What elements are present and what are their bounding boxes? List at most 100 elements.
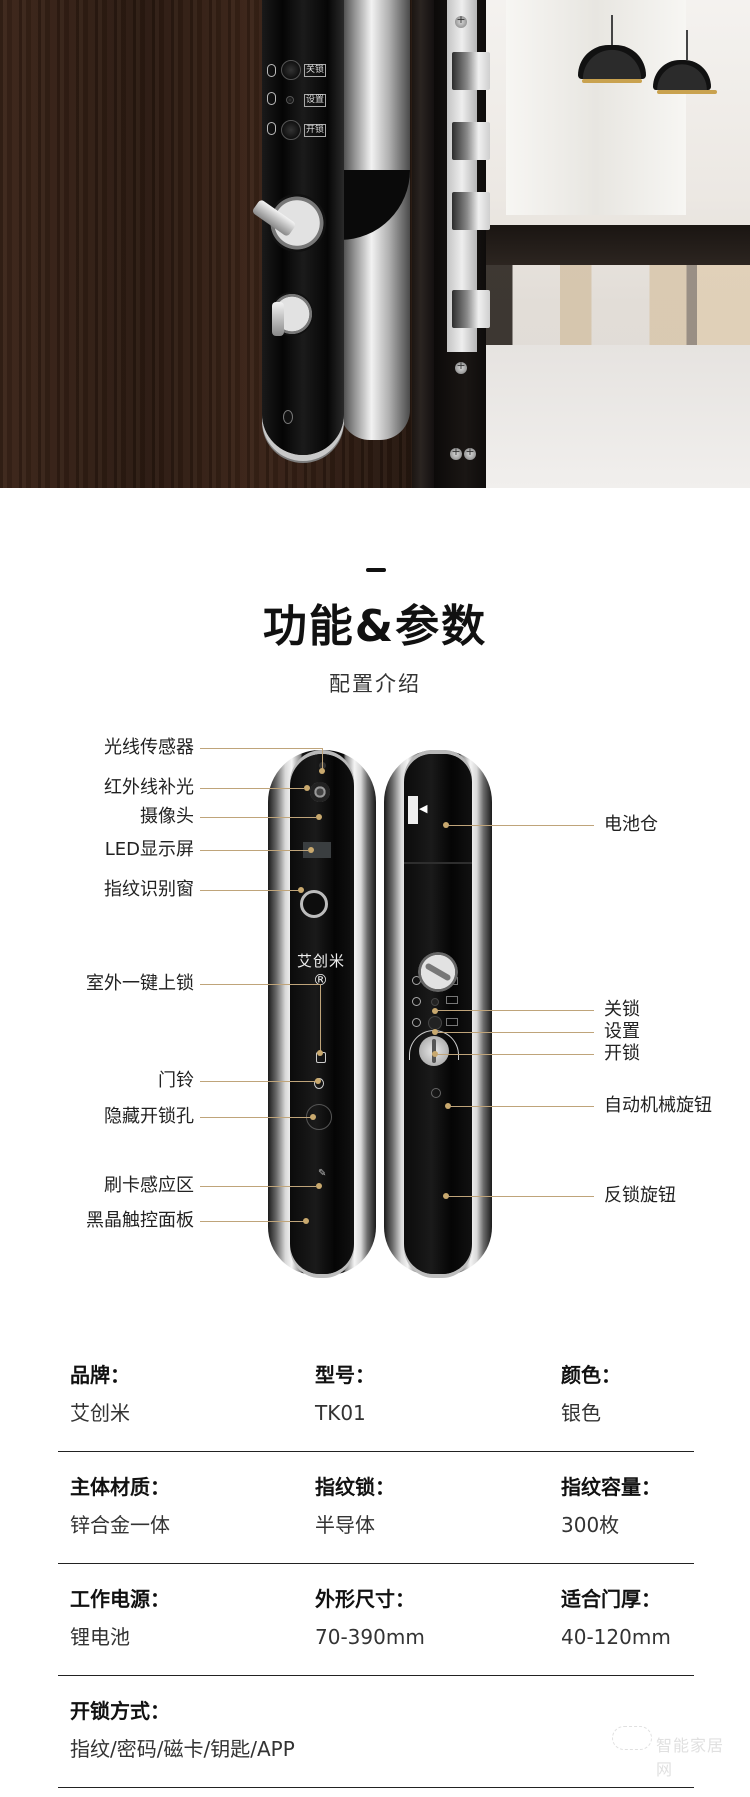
leader-line bbox=[200, 890, 300, 891]
black-crystal-panel bbox=[290, 754, 354, 1274]
battery-latch[interactable] bbox=[408, 796, 418, 824]
leader-line bbox=[436, 1054, 594, 1055]
settings-button[interactable] bbox=[286, 96, 294, 104]
callout-hidden-keyhole: 隐藏开锁孔 bbox=[104, 1106, 194, 1127]
callout-card-reader: 刷卡感应区 bbox=[104, 1175, 194, 1196]
camera-lens bbox=[310, 782, 330, 802]
spec-value: TK01 bbox=[315, 1401, 366, 1425]
leader-line bbox=[200, 788, 304, 789]
leader-line bbox=[200, 1221, 304, 1222]
callout-dot bbox=[443, 1193, 449, 1199]
callout-battery-compartment: 电池仓 bbox=[604, 814, 658, 835]
cloud-logo-icon bbox=[612, 1726, 652, 1750]
card-reader-icon: ✎ bbox=[318, 1168, 327, 1179]
lock-open-icon bbox=[412, 1018, 421, 1027]
section-title: 功能&参数 bbox=[262, 601, 488, 652]
spec-power: 工作电源： 锂电池 bbox=[70, 1586, 170, 1650]
lock-bolt bbox=[452, 52, 490, 90]
spec-brand: 品牌： 艾创米 bbox=[70, 1362, 130, 1426]
screw-icon bbox=[455, 359, 467, 374]
spec-fingerprint-capacity: 指纹容量： 300枚 bbox=[561, 1474, 661, 1538]
spec-label: 品牌： bbox=[70, 1363, 130, 1387]
leader-line bbox=[320, 984, 321, 1052]
callout-dot bbox=[432, 1029, 438, 1035]
callout-dot bbox=[304, 785, 310, 791]
back-unlock-button[interactable] bbox=[428, 1016, 442, 1030]
spec-value: 锂电池 bbox=[70, 1625, 130, 1649]
spec-value: 70-390mm bbox=[315, 1625, 425, 1649]
floor bbox=[486, 345, 750, 488]
interior-background bbox=[486, 0, 750, 488]
callout-auto-knob: 自动机械旋钮 bbox=[604, 1095, 712, 1116]
title-decoration-dash bbox=[366, 568, 386, 572]
spec-value: 40-120mm bbox=[561, 1625, 671, 1649]
unlock-button[interactable] bbox=[281, 120, 301, 140]
screw-hole-icon bbox=[464, 445, 476, 460]
leader-line bbox=[436, 1010, 594, 1011]
callout-dot bbox=[317, 1050, 323, 1056]
back-unlock-label bbox=[446, 1018, 458, 1026]
leader-line bbox=[200, 1117, 312, 1118]
spec-value: 锌合金一体 bbox=[70, 1513, 170, 1537]
spec-color: 颜色： 银色 bbox=[561, 1362, 621, 1426]
lock-bolt bbox=[452, 122, 490, 160]
emergency-keyhole bbox=[283, 410, 293, 424]
back-settings-label bbox=[446, 996, 458, 1004]
callout-dot bbox=[319, 768, 325, 774]
callout-led-display: LED显示屏 bbox=[104, 839, 194, 860]
spec-material: 主体材质： 锌合金一体 bbox=[70, 1474, 170, 1538]
screw-icon bbox=[455, 13, 467, 28]
callout-dot bbox=[298, 887, 304, 893]
spec-row: 工作电源： 锂电池 外形尺寸： 70-390mm 适合门厚： 40-120mm bbox=[58, 1564, 694, 1676]
callout-dot bbox=[303, 1218, 309, 1224]
callout-camera: 摄像头 bbox=[140, 806, 194, 827]
settings-dot-icon bbox=[267, 92, 276, 105]
lock-button-label: 关锁 bbox=[304, 64, 327, 77]
callout-dot bbox=[445, 1103, 451, 1109]
callout-spacer bbox=[20, 873, 194, 895]
spec-label: 型号： bbox=[315, 1363, 375, 1387]
leader-line bbox=[449, 1106, 594, 1107]
led-display bbox=[303, 842, 331, 858]
callout-dot bbox=[316, 814, 322, 820]
lock-bolt bbox=[452, 290, 490, 328]
fingerprint-window[interactable] bbox=[300, 890, 328, 918]
auto-mechanical-knob[interactable] bbox=[418, 952, 458, 992]
spec-label: 外形尺寸： bbox=[315, 1587, 415, 1611]
screw-hole-icon bbox=[450, 445, 462, 460]
curtain-window bbox=[506, 0, 686, 215]
spec-table: 品牌： 艾创米 型号： TK01 颜色： 银色 主体材质： 锌合金一体 指纹锁：… bbox=[58, 1340, 694, 1788]
lock-closed-icon bbox=[267, 64, 276, 77]
leader-line bbox=[200, 1081, 316, 1082]
settings-icon bbox=[412, 997, 421, 1006]
arrow-left-icon: ◀ bbox=[419, 802, 428, 815]
spec-label: 主体材质： bbox=[70, 1475, 170, 1499]
door-edge bbox=[412, 0, 434, 488]
spec-model: 型号： TK01 bbox=[315, 1362, 375, 1426]
leader-line bbox=[200, 748, 322, 749]
watermark-text: 智能家居网 bbox=[656, 1736, 725, 1779]
dining-chairs bbox=[486, 265, 750, 345]
callout-dot bbox=[432, 1008, 438, 1014]
spec-value: 半导体 bbox=[315, 1513, 375, 1537]
spec-value: 艾创米 bbox=[70, 1401, 130, 1425]
spec-label: 工作电源： bbox=[70, 1587, 170, 1611]
leader-line bbox=[436, 1032, 594, 1033]
spec-label: 颜色： bbox=[561, 1363, 621, 1387]
back-settings-button[interactable] bbox=[431, 998, 439, 1006]
back-panel bbox=[404, 754, 472, 1274]
leader-line bbox=[200, 850, 308, 851]
spec-label: 开锁方式： bbox=[70, 1699, 170, 1723]
site-watermark: 智能家居网 bbox=[612, 1722, 732, 1779]
callout-back-lock: 关锁 bbox=[604, 999, 640, 1020]
spec-fingerprint-type: 指纹锁： 半导体 bbox=[315, 1474, 395, 1538]
lock-open-icon bbox=[267, 122, 276, 135]
callout-doorbell: 门铃 bbox=[158, 1070, 194, 1091]
callout-deadlock-knob: 反锁旋钮 bbox=[604, 1185, 676, 1206]
spec-dimensions: 外形尺寸： 70-390mm bbox=[315, 1586, 425, 1650]
spec-door-thickness: 适合门厚： 40-120mm bbox=[561, 1586, 671, 1650]
lock-button[interactable] bbox=[281, 60, 301, 80]
spec-unlock-methods: 开锁方式： 指纹/密码/磁卡/钥匙/APP bbox=[70, 1698, 295, 1762]
lock-bolt bbox=[452, 192, 490, 230]
callout-settings: 设置 bbox=[604, 1021, 640, 1042]
